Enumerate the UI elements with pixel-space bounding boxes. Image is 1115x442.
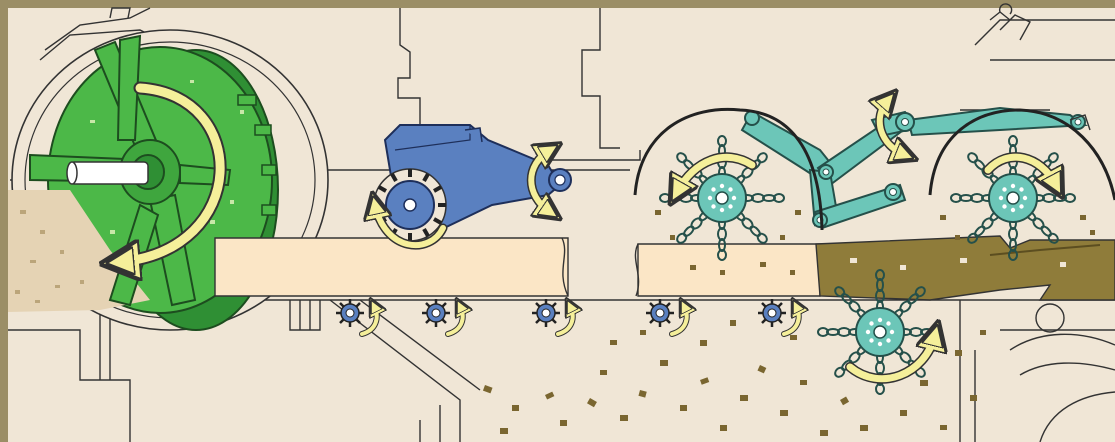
log-stripped [816,236,1115,300]
feed-roller-4 [646,299,674,327]
drum-shaft [70,162,148,184]
feed-roller-3 [532,299,560,327]
feed-roller-2 [422,299,450,327]
feed-roller-1 [336,299,364,327]
log [215,236,1115,300]
feed-roller-5 [758,299,786,327]
